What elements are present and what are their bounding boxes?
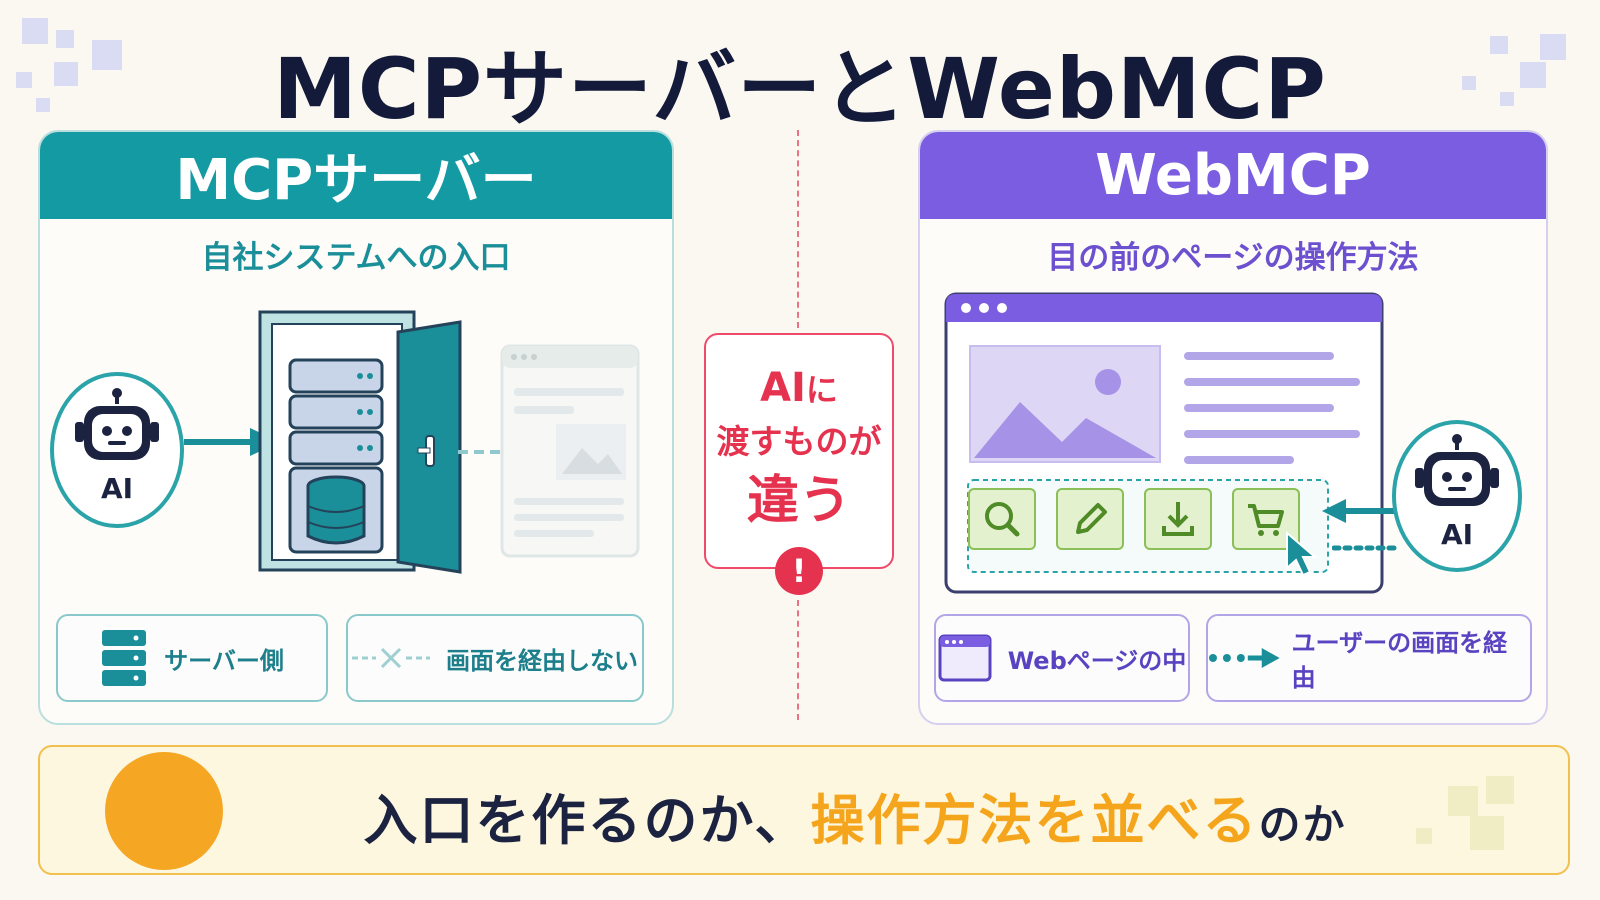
main-title: MCPサーバーとWebMCP xyxy=(273,40,1327,138)
chip-label: 画面を経由しない xyxy=(446,646,638,675)
ai-robot-badge: AI xyxy=(50,372,184,528)
browser-window-icon xyxy=(938,634,992,682)
pixel-decoration xyxy=(36,98,50,112)
conclusion-part-2: のか xyxy=(1258,800,1347,849)
mcp-server-subtitle: 自社システムへの入口 xyxy=(201,240,511,276)
callout-line-1: AIに xyxy=(706,363,892,415)
chip-label: Webページの中 xyxy=(1007,646,1187,675)
webmcp-subtitle: 目の前のページの操作方法 xyxy=(1047,240,1419,276)
chip-no-screen: 画面を経由しない xyxy=(346,614,644,702)
pixel-decoration xyxy=(1540,34,1566,60)
pixel-decoration xyxy=(16,72,32,88)
pixel-decoration xyxy=(1416,828,1432,844)
pixel-decoration xyxy=(1462,76,1476,90)
tool-download-button xyxy=(1144,488,1212,550)
pixel-decoration xyxy=(1486,776,1514,804)
conclusion-part-1: 入口を作るのか、 xyxy=(363,789,811,852)
chip-label: サーバー側 xyxy=(164,646,284,675)
server-stack-icon xyxy=(102,630,147,686)
pixel-decoration xyxy=(1448,786,1478,816)
pixel-decoration xyxy=(1470,816,1504,850)
divider-line xyxy=(797,600,799,720)
tool-edit-button xyxy=(1056,488,1124,550)
search-icon xyxy=(985,502,1020,537)
pixel-decoration xyxy=(92,40,122,70)
webmcp-header: WebMCP xyxy=(920,132,1546,219)
chip-via-user-screen: ユーザーの画面を経由 xyxy=(1206,614,1532,702)
download-icon xyxy=(1162,502,1194,536)
conclusion-text: 入口を作るのか、操作方法を並べるのか xyxy=(280,776,1430,855)
divider-line xyxy=(797,130,799,328)
mcp-server-header: MCPサーバー xyxy=(40,132,672,219)
mcp-server-panel: MCPサーバー 自社システムへの入口 AI xyxy=(38,130,674,725)
robot-icon xyxy=(75,388,159,460)
dotted-arrow-icon xyxy=(1208,648,1280,668)
conclusion-banner xyxy=(38,745,1570,875)
callout-line-2: 渡すものが xyxy=(716,422,882,461)
pixel-decoration xyxy=(54,62,78,86)
robot-icon xyxy=(1415,434,1499,506)
cart-icon xyxy=(1248,504,1284,536)
exclamation-icon: ! xyxy=(775,547,823,595)
cursor-pointer-icon xyxy=(1286,530,1318,577)
ai-robot-badge: AI xyxy=(1392,420,1522,572)
pixel-decoration xyxy=(56,30,74,48)
server-door-icon xyxy=(258,310,462,574)
tool-search-button xyxy=(968,488,1036,550)
ai-label: AI xyxy=(100,472,134,505)
circle-badge-icon xyxy=(105,752,223,870)
callout-ai: AI xyxy=(760,365,806,411)
conclusion-highlight: 操作方法を並べる xyxy=(810,789,1259,852)
pencil-icon xyxy=(1076,503,1107,534)
ai-label: AI xyxy=(1440,518,1474,551)
chip-label: ユーザーの画面を経由 xyxy=(1291,629,1508,692)
pixel-decoration xyxy=(22,18,48,44)
chip-webpage-inside: Webページの中 xyxy=(934,614,1190,702)
chip-server-side: サーバー側 xyxy=(56,614,328,702)
callout-particle: に xyxy=(805,371,838,409)
dotted-line-icon xyxy=(1332,545,1402,551)
faded-webpage-icon xyxy=(500,344,640,558)
pixel-decoration xyxy=(1500,92,1514,106)
pixel-decoration xyxy=(1490,36,1508,54)
webmcp-panel: WebMCP 目の前のページの操作方法 xyxy=(918,130,1548,725)
pixel-decoration xyxy=(1520,62,1546,88)
difference-callout: AIに 渡すものが 違う xyxy=(704,333,894,569)
dashed-cross-icon xyxy=(352,647,430,669)
arrow-left-icon xyxy=(1322,499,1400,523)
callout-line-3: 違う xyxy=(746,471,851,531)
